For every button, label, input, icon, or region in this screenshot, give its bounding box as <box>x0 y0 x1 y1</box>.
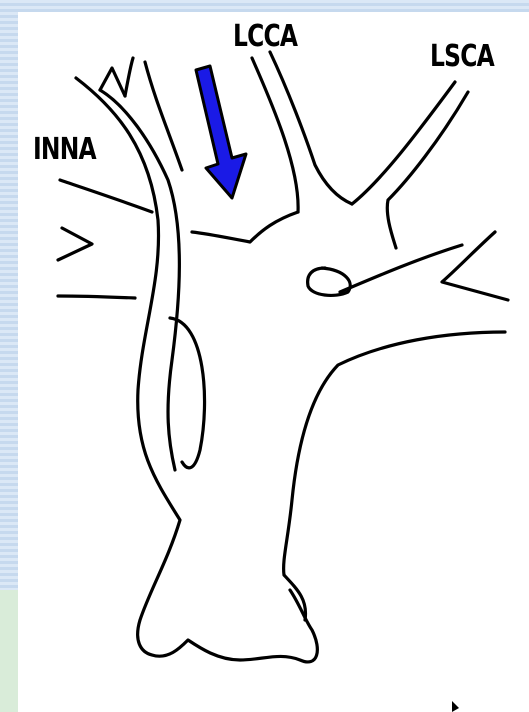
inna-twig <box>145 62 182 170</box>
left-branch-top <box>60 180 152 212</box>
lsca-left-wall <box>352 82 455 204</box>
inna-inner-wall <box>100 90 179 470</box>
right-branch-v <box>442 232 508 300</box>
lsca-right-wall <box>387 92 468 248</box>
label-lcca: LCCA <box>233 22 297 52</box>
descending-right-wall <box>284 332 505 620</box>
cursor-icon <box>450 700 466 712</box>
arch-top-edge-left <box>192 212 298 242</box>
lcca-left-wall <box>252 58 298 212</box>
left-branch-bottom <box>58 296 135 298</box>
blue-down-arrow-icon <box>188 62 258 207</box>
left-branch-v <box>58 228 92 260</box>
inna-fork-right <box>125 58 133 96</box>
aortic-root <box>152 590 317 662</box>
right-branch <box>340 245 462 292</box>
label-inna: INNA <box>33 135 96 165</box>
label-lsca: LSCA <box>430 42 494 72</box>
